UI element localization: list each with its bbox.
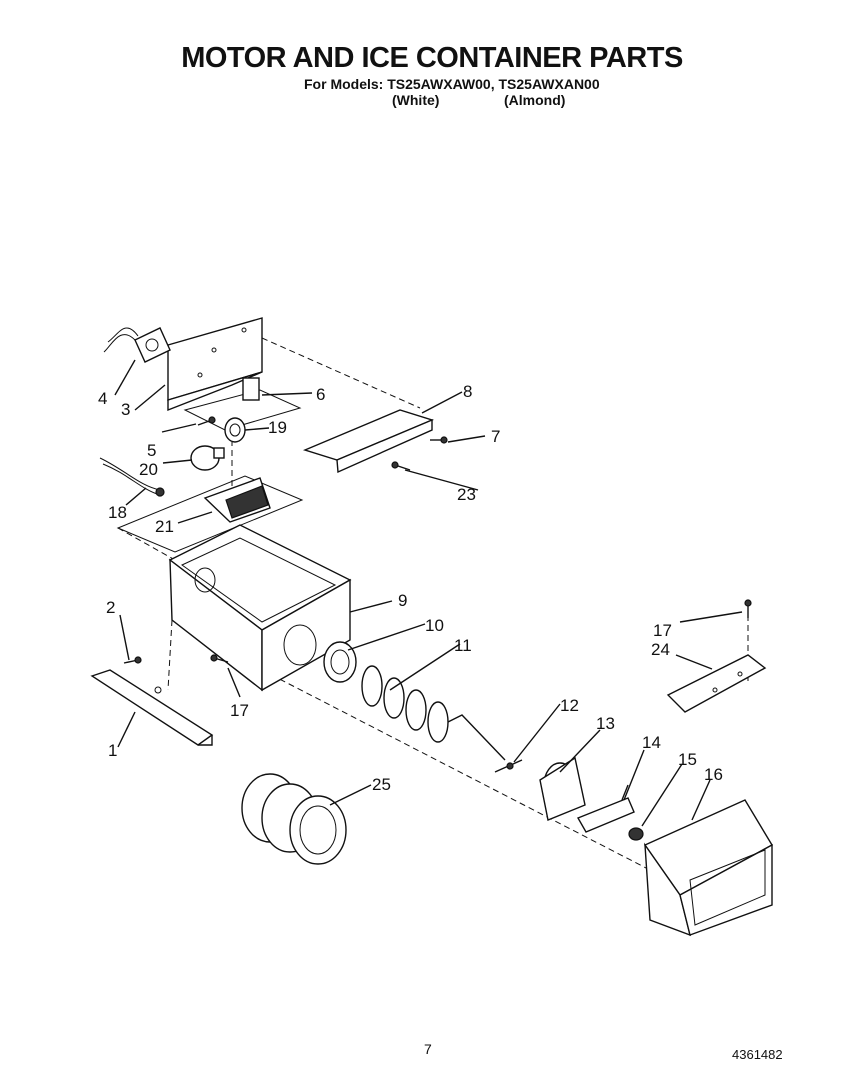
screw-2-part xyxy=(123,656,142,664)
callout-16: 16 xyxy=(704,765,723,784)
callout-17-left: 17 xyxy=(230,701,249,720)
screw-17-left-part xyxy=(210,654,229,663)
document-number: 4361482 xyxy=(732,1047,783,1062)
callout-17-right: 17 xyxy=(653,621,672,640)
bracket-24-part xyxy=(666,654,767,713)
light-shield-part xyxy=(203,477,271,523)
ice-bracket-part xyxy=(576,784,635,833)
callout-10: 10 xyxy=(425,616,444,635)
page-number: 7 xyxy=(424,1041,432,1057)
callout-19: 19 xyxy=(268,418,287,437)
callout-21: 21 xyxy=(155,517,174,536)
callout-20: 20 xyxy=(139,460,158,479)
callout-24: 24 xyxy=(651,640,670,659)
wire-harness-part xyxy=(99,457,165,497)
models-line: For Models: TS25AWXAW00, TS25AWXAN00 xyxy=(304,76,600,92)
cover-plate-part xyxy=(302,409,435,474)
callout-9: 9 xyxy=(398,591,407,610)
motor-part xyxy=(103,327,171,363)
callout-2: 2 xyxy=(106,598,115,617)
color-label-almond: (Almond) xyxy=(504,92,566,108)
nut-part xyxy=(628,827,644,841)
callout-15: 15 xyxy=(678,750,697,769)
screw-23-part xyxy=(391,461,411,471)
callout-1: 1 xyxy=(108,741,117,760)
callout-12: 12 xyxy=(560,696,579,715)
rail-part xyxy=(90,669,214,746)
callout-18: 18 xyxy=(108,503,127,522)
screw-5-part xyxy=(197,416,216,426)
callout-25: 25 xyxy=(372,775,391,794)
callout-6: 6 xyxy=(316,385,325,404)
callout-5: 5 xyxy=(147,441,156,460)
callout-4: 4 xyxy=(98,389,107,408)
ice-container-front-part xyxy=(643,799,773,937)
light-socket-part xyxy=(224,417,246,443)
motor-bracket-part xyxy=(167,317,263,412)
switch-part xyxy=(242,377,260,401)
page-title: MOTOR AND ICE CONTAINER PARTS xyxy=(181,42,683,74)
color-label-white: (White) xyxy=(392,92,440,108)
light-bulb-part xyxy=(190,445,225,471)
callout-7: 7 xyxy=(491,427,500,446)
callout-8: 8 xyxy=(463,382,472,401)
leader-lines xyxy=(114,359,743,827)
ice-container-housing-part xyxy=(168,524,352,692)
callout-13: 13 xyxy=(596,714,615,733)
callout-11: 11 xyxy=(454,636,472,655)
callout-14: 14 xyxy=(642,733,661,752)
screw-17-right-part xyxy=(744,599,752,618)
blade-part xyxy=(494,759,523,773)
callout-3: 3 xyxy=(121,400,130,419)
auger-spring-part xyxy=(361,665,506,761)
callout-23: 23 xyxy=(457,485,476,504)
coupling-part xyxy=(241,773,347,865)
light-shield-plane xyxy=(116,475,304,553)
screw-7-part xyxy=(430,436,448,444)
bearing-part xyxy=(323,641,357,683)
crusher-housing-part xyxy=(539,756,586,821)
